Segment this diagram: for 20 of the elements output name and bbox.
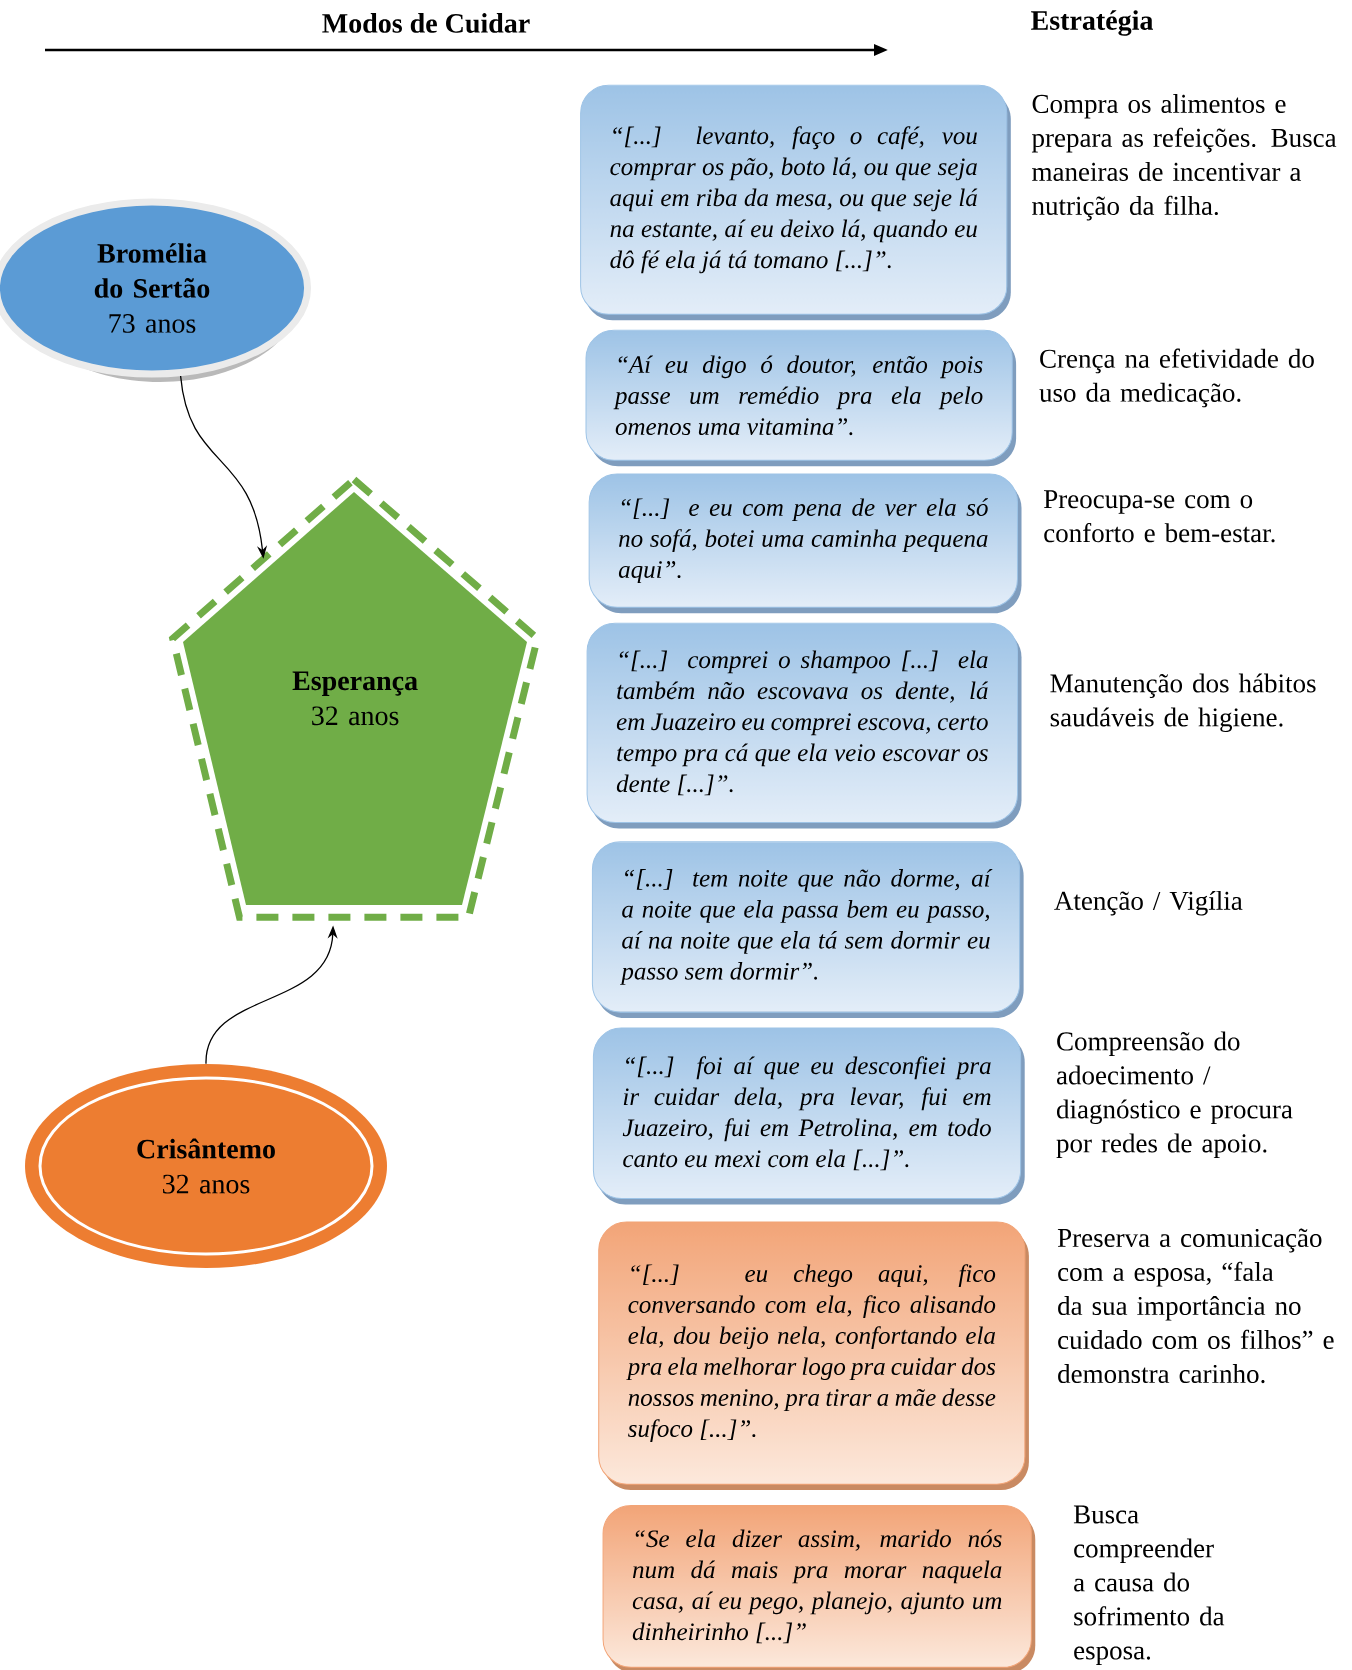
quote-box: “[...] comprei o shampoo [...] ela também não escovava os dente, lá em Juazeiro eu comprei escova, certo tempo pra cá que ela veio escovar os dente [...]”.	[586, 622, 1022, 829]
quote-box: “[...] foi aí que eu desconfiei pra ir cuidar dela, pra levar, fui em Juazeiro, fui em Petrolina, em todo canto eu mexi com ela [...]”.	[592, 1027, 1025, 1205]
strategy-text: Preocupa-se com o conforto e bem-estar.	[1044, 490, 1275, 543]
person-oval: Crisântemo 32 anos	[25, 1064, 387, 1268]
column-heading: Estratégia	[1031, 10, 1153, 36]
quote-box: “[...] e eu com pena de ver ela só no sofá, botei uma caminha pequena aqui”.	[588, 473, 1022, 614]
strategy-text: Busca compreender a causa do sofrimento da esposa.	[1073, 1505, 1225, 1666]
strategy-text: Crença na efetividade do uso da medicação.	[1039, 348, 1314, 408]
strategy-text: Atenção / Vigília	[1054, 890, 1243, 916]
strategy-text: Compreensão do adoecimento / diagnóstico e procura por redes de apoio.	[1056, 1031, 1293, 1158]
column-heading: Modos de Cuidar	[322, 13, 530, 33]
quote-box: “Se ela dizer assim, marido nós num dá mais pra morar naquela casa, aí eu pego, planejo, ajunto um dinheirinho [...]”	[602, 1504, 1036, 1670]
strategy-text: Preserva a comunicação com a esposa, “fala da sua importância no cuidado com os filhos” e demonstra carinho.	[1057, 1228, 1334, 1384]
person-oval: Bromélia do Sertão 73 anos	[0, 198, 312, 382]
quote-box: “[...] tem noite que não dorme, aí a noite que ela passa bem eu passo, aí na noite que ela tá sem dormir eu passo sem dormir”.	[591, 841, 1024, 1019]
strategy-text: Manutenção dos hábitos saudáveis de higiene.	[1050, 673, 1316, 733]
quote-box: “[...] eu chego aqui, fico conversando com ela, fico alisando ela, dou beijo nela, confortando ela pra ela melhorar logo pra cuidar dos nossos menino, pra tirar a mãe desse sufoco [...]”.	[598, 1221, 1029, 1491]
quote-box: “Aí eu digo ó doutor, então pois passe um remédio pra ela pelo omenos uma vitamina”.	[585, 329, 1017, 467]
strategy-text: Compra os alimentos e prepara as refeições. Busca maneiras de incentivar a nutrição da filha.	[1031, 94, 1337, 221]
quote-box: “[...] levanto, faço o café, vou comprar os pão, boto lá, ou que seja aqui em riba da mesa, ou que seje lá na estante, aí eu deixo lá, quando eu dô fé ela já tá tomano [...]”.	[580, 84, 1011, 321]
